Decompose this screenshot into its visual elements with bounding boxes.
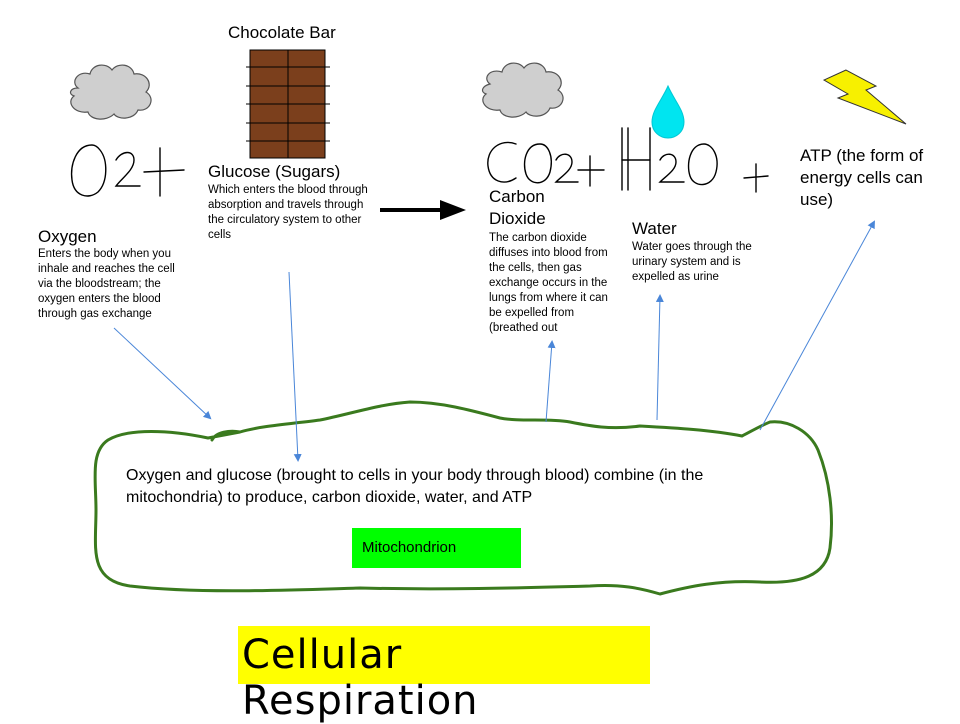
chocolate-bar-label: Chocolate Bar [228,23,336,42]
water-arrow [655,294,664,421]
glucose-heading: Glucose (Sugars) [208,162,341,181]
cell-description: Oxygen and glucose (brought to cells in … [126,467,704,506]
blue-arrows [113,220,875,462]
oxygen-heading: Oxygen [38,227,97,246]
atp-heading: ATP (the form of energy cells can use) [800,146,924,209]
water-description: Water goes through the urinary system an… [632,241,752,283]
cell-outline [93,400,833,596]
handwritten-co2-h2o [487,127,769,193]
chocolate-bar-icon [246,49,330,159]
title-box: Cellular Respiration [238,626,650,724]
handwritten-o2-plus [70,144,185,197]
atp-arrow [759,220,875,431]
arrow-right-icon [380,200,466,220]
cloud-icon [481,62,564,118]
page-title: Cellular Respiration [242,632,479,724]
cloud-icon [69,64,152,120]
water-drop-icon [651,84,685,139]
lightning-icon [822,69,907,125]
carbon-dioxide-heading-line1: Carbon [489,187,545,206]
carbon-dioxide-description: The carbon dioxide diffuses into blood f… [489,232,608,334]
glucose-arrow [288,271,302,462]
water-heading: Water [632,219,677,238]
oxygen-arrow [113,327,212,420]
carbon-dioxide-heading-line2: Dioxide [489,209,546,228]
carbon-dioxide-arrow [545,340,556,423]
mitochondrion-label: Mitochondrion [352,528,521,568]
glucose-description: Which enters the blood through absorptio… [208,184,368,241]
oxygen-description: Enters the body when you inhale and reac… [38,248,175,320]
